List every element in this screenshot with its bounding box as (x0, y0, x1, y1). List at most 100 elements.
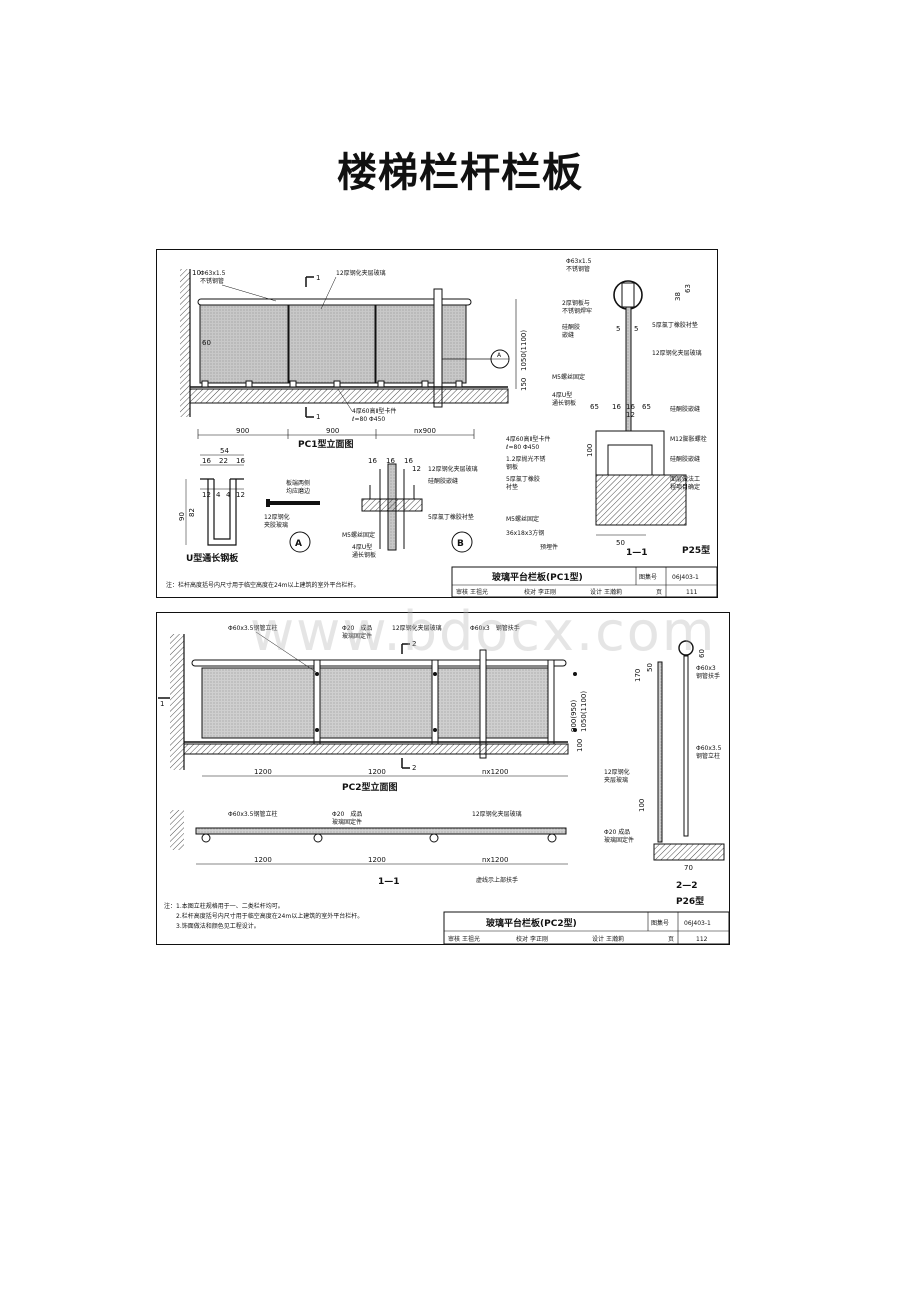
check-label: 校对 (524, 588, 536, 596)
label-u-plate-c: 通长钢板 (352, 551, 376, 559)
review-label-2: 审核 (448, 935, 460, 943)
dim-nx1200: nx1200 (482, 768, 508, 776)
label-glass-rb: 夹层玻璃 (604, 776, 628, 784)
note-line-1: 注：1.本图立柱规格用于一、二类栏杆均可。 (164, 902, 284, 910)
label-glass-r: 12厚钢化 (604, 768, 630, 776)
type-tag-p26: P26型 (676, 895, 704, 907)
label-m5: M5螺丝固定 (552, 373, 585, 381)
section-label-22: 2—2 (676, 881, 698, 891)
dim-1050: 1050(1100) (520, 330, 528, 371)
dim-90: 90 (178, 512, 186, 521)
slab-section (595, 474, 687, 526)
label-edge-polish-b: 均应磨边 (286, 487, 310, 495)
review-label: 审核 (456, 588, 468, 596)
label-square-steel: 36x18x3方钢 (506, 529, 544, 537)
atlas-label-2: 图集号 (651, 919, 669, 927)
label-rubber-pad: 5厚氯丁橡胶衬垫 (652, 321, 698, 329)
label-m5-s2: M5螺丝固定 (506, 515, 539, 523)
page-no-2: 112 (696, 936, 708, 943)
label-m5-b: M5螺丝固定 (342, 531, 375, 539)
detail-a-title: A (295, 539, 302, 549)
label-sealant-seam-2: 硅酮胶嵌缝 (670, 455, 700, 463)
svg-text:1: 1 (316, 413, 320, 421)
design-label: 设计 (590, 588, 602, 596)
label-sealant: 硅酮胶 (562, 323, 580, 331)
label-glass-plan: 12厚钢化夹层玻璃 (472, 810, 522, 818)
svg-text:1: 1 (160, 700, 164, 708)
dim-1200-c: 1200 (254, 856, 272, 864)
drawing-sheet-pc1: 1 1 A Φ63x1.5 不锈钢管 12厚钢化夹层玻璃 4厚60高Ⅱ型卡件 ℓ… (156, 249, 718, 598)
section-label-11-b: 1—1 (378, 877, 400, 887)
dim-5-b: 5 (634, 325, 638, 333)
dim-170: 170 (634, 669, 642, 682)
dim-16-f: 16 (386, 457, 395, 465)
elevation-title-pc2: PC2型立面图 (342, 781, 397, 793)
glass-panel-2 (288, 304, 376, 384)
label-post-plan: Φ60x3.5钢管立柱 (228, 810, 277, 818)
label-u-plate-b: 4厚U型 (352, 543, 372, 551)
wall-hatch (180, 269, 190, 417)
label-post-rb: 钢管立柱 (696, 752, 720, 760)
label-fix-r: Φ20 成品 (604, 828, 630, 836)
handrail-2 (191, 659, 567, 667)
label-glass: 12厚钢化夹层玻璃 (336, 269, 386, 277)
dim-nx1200-b: nx1200 (482, 856, 508, 864)
note: 注：栏杆高度括号内尺寸用于临空高度在24m以上建筑的室外平台栏杆。 (166, 581, 359, 589)
title-block-title-2: 玻璃平台栏板(PC2型) (486, 917, 577, 929)
dim-100-a: 100 (576, 739, 584, 752)
label-fixing-b: 玻璃固定件 (342, 632, 372, 640)
label-handrail-r: Φ60x3 (696, 665, 716, 672)
review-name: 王祖光 (470, 588, 488, 596)
label-u-plate: 4厚U型 (552, 391, 572, 399)
dim-16-b: 16 (236, 457, 245, 465)
label-u-plate-s: 通长钢板 (552, 399, 576, 407)
note-line-3: 3.饰面做法和颜色见工程设计。 (176, 922, 260, 930)
label-rubber-b: 5厚氯丁橡胶 (506, 475, 540, 483)
dim-900-b: 900 (326, 427, 339, 435)
label-handrail-rb: 钢管扶手 (696, 672, 720, 680)
svg-text:1: 1 (316, 274, 320, 282)
label-dash-line: 虚线示上部扶手 (476, 876, 518, 884)
page-no: 111 (686, 589, 698, 596)
dim-100: 100 (586, 444, 594, 457)
label-tube-s: Φ63x1.5 (566, 258, 592, 265)
label-glass-12b: 12厚钢化 (264, 513, 290, 521)
dim-65-b: 65 (642, 403, 651, 411)
label-clamp: 4厚60高Ⅱ型卡件 (352, 407, 396, 415)
design-name: 王瀚莉 (604, 588, 622, 596)
atlas-label: 图集号 (639, 573, 657, 581)
label-sealant-b: 嵌缝 (562, 331, 574, 339)
label-fix-plan-b: 玻璃固定件 (332, 818, 362, 826)
label-clamp-spec-s: ℓ=80 Φ450 (505, 444, 539, 451)
svg-text:2: 2 (412, 640, 416, 648)
dim-1200-b: 1200 (368, 768, 386, 776)
dim-16-d: 16 (626, 403, 635, 411)
label-tube: Φ63x1.5 (200, 270, 226, 277)
design-name-2: 王瀚莉 (606, 935, 624, 943)
dim-nx900: nx900 (414, 427, 436, 435)
label-fix-plan: Φ20 成品 (332, 810, 362, 818)
label-sealant-seam-b: 硅酮胶嵌缝 (428, 477, 458, 485)
elevation-title-pc1: PC1型立面图 (298, 438, 353, 450)
label-clamp-s: 4厚60高Ⅱ型卡件 (506, 435, 550, 443)
label-embed: 预埋件 (540, 543, 558, 551)
watermark: www.bdocx.com (250, 600, 717, 663)
dim-12-b: 12 (236, 491, 245, 499)
dim-50: 50 (616, 539, 625, 547)
label-handrail: Φ60x3 钢管扶手 (470, 624, 520, 632)
dim-900-a: 900 (236, 427, 249, 435)
label-glass-b: 12厚钢化夹层玻璃 (428, 465, 478, 473)
detail-a-marker: A (497, 352, 502, 359)
dim-22: 22 (219, 457, 228, 465)
dim-16-a: 16 (202, 457, 211, 465)
dim-16-g: 16 (404, 457, 413, 465)
dim-5-a: 5 (616, 325, 620, 333)
label-sealant-seam: 硅酮胶嵌缝 (670, 405, 700, 413)
dim-82: 82 (188, 508, 196, 517)
handrail (197, 298, 472, 306)
dim-4-b: 4 (226, 491, 231, 499)
label-clamp-spec: ℓ=80 Φ450 (351, 416, 385, 423)
dim-60: 60 (202, 339, 211, 347)
floor-slab-2 (183, 743, 569, 755)
glass-panel-3 (375, 304, 467, 384)
